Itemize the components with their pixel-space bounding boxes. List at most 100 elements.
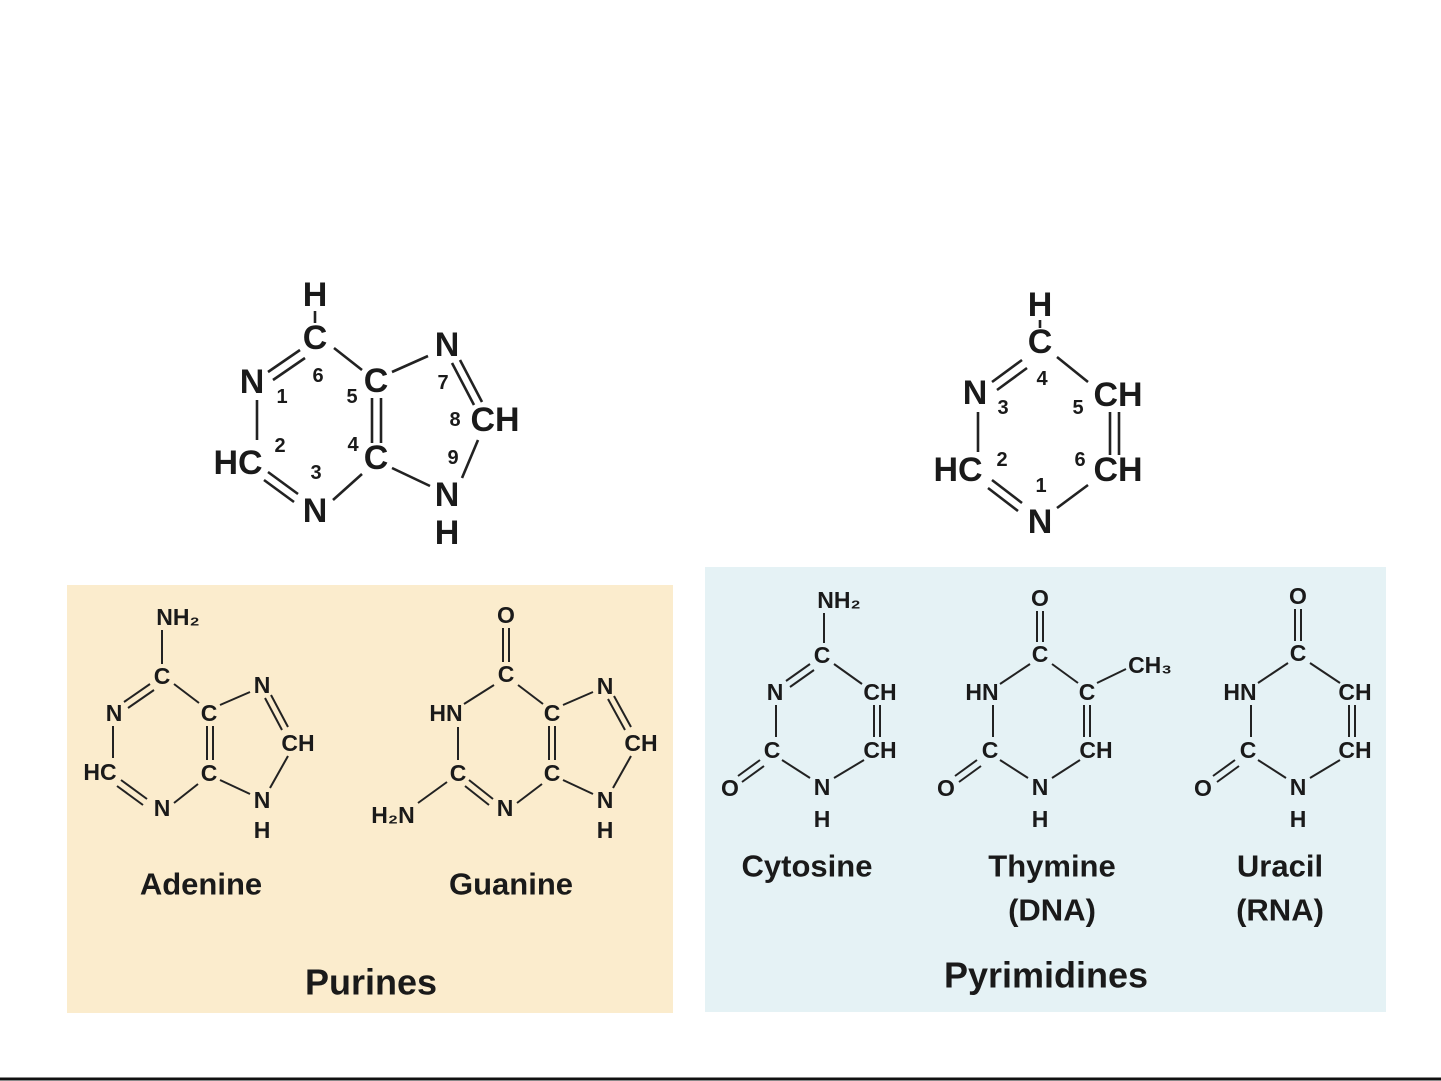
atom-label: N xyxy=(767,679,784,705)
adenine-label: Adenine xyxy=(140,867,262,902)
pyrimidines-heading: Pyrimidines xyxy=(944,955,1148,996)
thymine-dna-note: (DNA) xyxy=(1008,893,1096,928)
atom-label: N xyxy=(154,795,171,821)
atom-label: H xyxy=(1032,806,1049,832)
atom-label: C xyxy=(764,737,781,763)
atom-label: N xyxy=(597,673,614,699)
cytosine-structure: NH₂ C N CH C CH O N H Cytosine xyxy=(721,587,897,884)
atom-label: CH xyxy=(1079,737,1112,763)
ring-position-number: 6 xyxy=(312,365,323,387)
ring-position-number: 8 xyxy=(449,409,460,431)
atom-label: N xyxy=(814,774,831,800)
atom-label: NH₂ xyxy=(156,604,199,630)
atom-label: H xyxy=(435,514,460,552)
atom-label: C xyxy=(1079,679,1096,705)
purines-panel xyxy=(67,585,673,1013)
atom-label: HC xyxy=(83,759,116,785)
atom-label: H xyxy=(303,276,328,314)
atom-label: CH xyxy=(1338,737,1371,763)
atom-label: N xyxy=(254,672,271,698)
atom-label: N xyxy=(435,476,460,514)
atom-label: HC xyxy=(933,451,982,489)
ring-position-number: 6 xyxy=(1074,449,1085,471)
atom-label: C xyxy=(1290,640,1307,666)
atom-label: CH xyxy=(281,730,314,756)
ring-position-number: 4 xyxy=(1036,368,1048,390)
atom-label: N xyxy=(254,787,271,813)
ring-position-number: 4 xyxy=(347,434,359,456)
atom-label: CH xyxy=(863,679,896,705)
atom-label: CH₃ xyxy=(1128,652,1172,678)
atom-label: C xyxy=(364,439,389,477)
atom-label: N xyxy=(303,492,328,530)
atom-label: HN xyxy=(429,700,462,726)
atom-label: C xyxy=(498,661,515,687)
pyrimidine-core-structure: H C N CH HC CH N 4 3 5 2 6 1 xyxy=(933,286,1142,541)
atom-label: H xyxy=(1028,286,1053,324)
atom-label: CH xyxy=(624,730,657,756)
atom-label: CH xyxy=(1093,376,1142,414)
atom-label: O xyxy=(721,775,739,801)
atom-label: N xyxy=(435,326,460,364)
atom-label: CH xyxy=(863,737,896,763)
ring-position-number: 5 xyxy=(346,386,357,408)
atom-label: N xyxy=(1032,774,1049,800)
thymine-structure: O C CH₃ HN C C CH O N H Thymine (DNA) xyxy=(937,585,1172,928)
ring-position-number: 7 xyxy=(437,372,448,394)
atom-label: C xyxy=(1240,737,1257,763)
atom-label: H₂N xyxy=(371,802,414,828)
atom-label: N xyxy=(1028,503,1053,541)
atom-label: CH xyxy=(470,401,519,439)
uracil-structure: O C HN CH C CH O N H Uracil (RNA) xyxy=(1194,583,1372,928)
atom-label: C xyxy=(303,319,328,357)
atom-label: C xyxy=(450,760,467,786)
atom-label: C xyxy=(154,663,171,689)
atom-label: H xyxy=(254,817,271,843)
guanine-label: Guanine xyxy=(449,867,573,902)
purine-core-structure: H C N HC N C C N CH N H 6 1 2 3 4 5 7 8 … xyxy=(213,276,519,552)
atom-label: C xyxy=(364,362,389,400)
atom-label: C xyxy=(544,760,561,786)
atom-label: C xyxy=(982,737,999,763)
atom-label: C xyxy=(814,642,831,668)
atom-label: O xyxy=(497,602,515,628)
atom-label: O xyxy=(1194,775,1212,801)
atom-label: O xyxy=(1289,583,1307,609)
ring-position-number: 2 xyxy=(996,449,1007,471)
ring-position-number: 2 xyxy=(274,435,285,457)
atom-label: CH xyxy=(1338,679,1371,705)
guanine-structure: O C HN C N CH C C H₂N N N H Guanine xyxy=(371,602,657,902)
ring-position-number: 1 xyxy=(276,386,287,408)
ring-position-number: 9 xyxy=(447,447,458,469)
cytosine-label: Cytosine xyxy=(742,849,873,884)
purines-heading: Purines xyxy=(305,962,437,1003)
atom-label: H xyxy=(1290,806,1307,832)
atom-label: N xyxy=(497,795,514,821)
atom-label: N xyxy=(240,363,265,401)
atom-label: N xyxy=(106,700,123,726)
ring-position-number: 3 xyxy=(310,462,321,484)
pyrimidines-panel xyxy=(705,567,1386,1012)
atom-label: N xyxy=(597,787,614,813)
atom-label: CH xyxy=(1093,451,1142,489)
atom-label: N xyxy=(1290,774,1307,800)
atom-label: NH₂ xyxy=(817,587,860,613)
atom-label: C xyxy=(201,700,218,726)
atom-label: H xyxy=(597,817,614,843)
atom-label: O xyxy=(1031,585,1049,611)
atom-label: N xyxy=(963,374,988,412)
uracil-rna-note: (RNA) xyxy=(1236,893,1324,928)
uracil-label: Uracil xyxy=(1237,849,1323,884)
atom-label: O xyxy=(937,775,955,801)
atom-label: C xyxy=(544,700,561,726)
atom-label: HN xyxy=(1223,679,1256,705)
thymine-label: Thymine xyxy=(988,849,1115,884)
atom-label: C xyxy=(201,760,218,786)
adenine-structure: NH₂ C N C N HC CH C N N H Adenine xyxy=(83,604,314,902)
atom-label: H xyxy=(814,806,831,832)
atom-label: HN xyxy=(965,679,998,705)
atom-label: C xyxy=(1028,323,1053,361)
ring-position-number: 3 xyxy=(997,397,1008,419)
atom-label: HC xyxy=(213,444,262,482)
